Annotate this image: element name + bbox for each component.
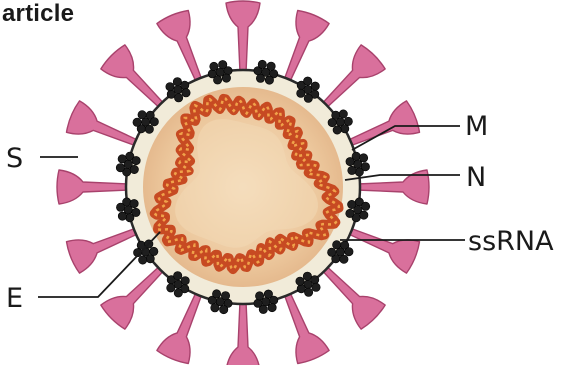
spike-protein	[101, 45, 165, 109]
spike-protein	[321, 265, 385, 329]
label-membrane: M	[465, 111, 488, 142]
label-spike: S	[6, 143, 23, 174]
spike-protein	[284, 11, 329, 83]
spike-protein	[284, 291, 329, 363]
spike-protein	[57, 170, 129, 204]
spike-protein	[347, 101, 419, 146]
spike-protein	[157, 11, 202, 83]
spike-protein	[226, 301, 260, 365]
label-ssrna: ssRNA	[468, 226, 554, 257]
spike-protein	[157, 291, 202, 363]
leader-line-nucleocapsid	[345, 175, 460, 180]
spike-protein	[101, 265, 165, 329]
spike-protein	[347, 228, 419, 273]
spike-protein	[226, 1, 260, 73]
label-nucleocapsid: N	[466, 162, 486, 193]
spike-protein	[67, 101, 139, 146]
spike-protein	[321, 45, 385, 109]
label-envelope: E	[6, 283, 23, 314]
